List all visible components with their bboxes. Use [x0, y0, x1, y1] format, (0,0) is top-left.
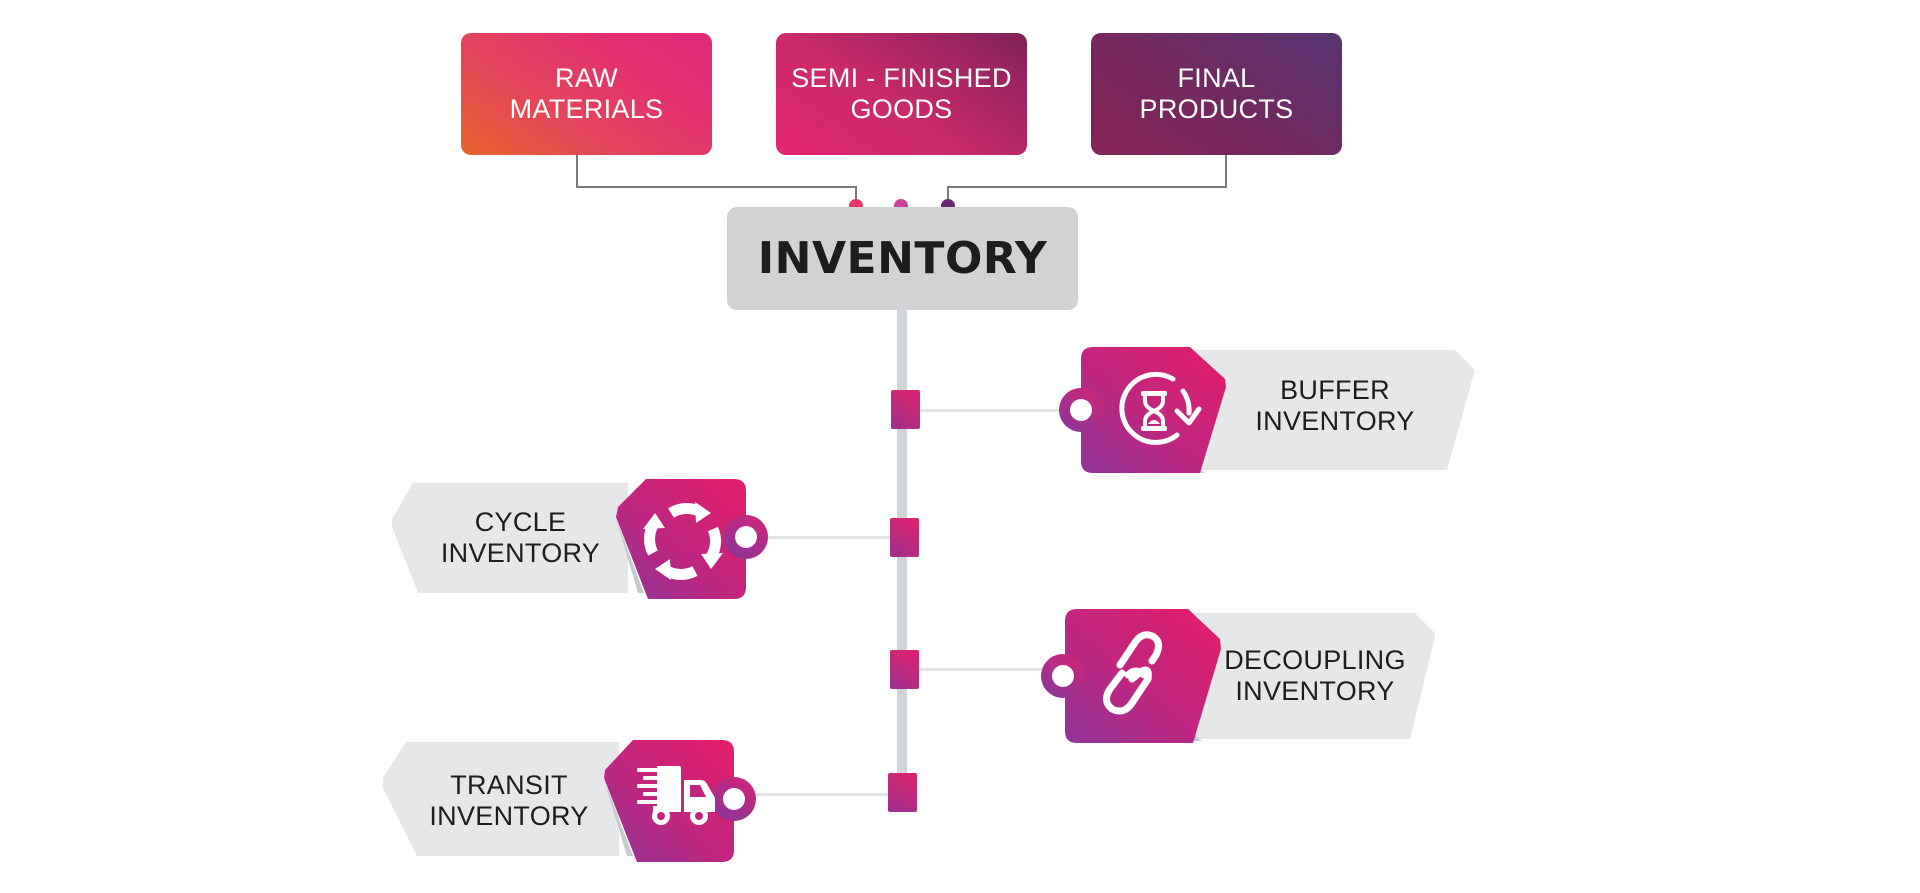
tag-decoupling-inventory: DECOUPLING INVENTORY [1040, 607, 1450, 747]
hourglass-refresh-icon [1119, 371, 1202, 445]
source-label-line1: RAW [555, 63, 618, 93]
source-final-products: FINAL PRODUCTS [1091, 33, 1342, 155]
tag-shape [392, 479, 768, 599]
tag-label: DECOUPLING INVENTORY [1210, 645, 1420, 707]
tag-label-line2: INVENTORY [429, 801, 589, 831]
tag-label-line2: INVENTORY [440, 538, 601, 568]
connector-raw-drop [855, 186, 857, 202]
tag-label-line2: INVENTORY [1255, 406, 1415, 436]
connector-raw-vertical [576, 155, 578, 188]
connector-final-drop [947, 186, 949, 202]
branch-line-buffer [920, 409, 1080, 412]
source-raw-materials: RAW MATERIALS [461, 33, 712, 155]
broken-chain-link-icon [1103, 631, 1163, 715]
tag-label: CYCLE INVENTORY [428, 507, 613, 569]
source-semi-finished-goods: SEMI - FINISHED GOODS [776, 33, 1027, 155]
tag-cycle-inventory: CYCLE INVENTORY [388, 477, 773, 601]
inventory-center-box: INVENTORY [727, 207, 1078, 310]
tag-transit-inventory: TRANSIT INVENTORY [379, 738, 764, 864]
connector-final-vertical [1225, 155, 1227, 188]
connector-final-horizontal [947, 186, 1227, 188]
source-label-line1: SEMI - FINISHED [791, 63, 1012, 93]
source-label-line2: GOODS [850, 94, 953, 124]
tag-label-line1: DECOUPLING [1224, 645, 1406, 675]
source-label-line2: PRODUCTS [1139, 94, 1294, 124]
tag-label-line2: INVENTORY [1235, 676, 1395, 706]
branch-marker-decoupling [890, 650, 919, 689]
tag-shape [1059, 347, 1475, 473]
delivery-truck-icon [637, 766, 715, 825]
tag-label-line1: BUFFER [1280, 375, 1390, 405]
inventory-title: INVENTORY [757, 233, 1048, 284]
tag-label: BUFFER INVENTORY [1255, 375, 1415, 437]
branch-line-decoupling [918, 668, 1064, 671]
tag-buffer-inventory: BUFFER INVENTORY [1055, 345, 1485, 477]
branch-marker-cycle [890, 518, 919, 557]
branch-line-transit [734, 793, 890, 796]
branch-line-cycle [746, 536, 892, 539]
source-label-line1: FINAL [1177, 63, 1256, 93]
tag-label-line1: CYCLE [474, 507, 567, 537]
source-label-line2: MATERIALS [509, 94, 664, 124]
connector-raw-horizontal [576, 186, 857, 188]
tag-label: TRANSIT INVENTORY [419, 770, 599, 832]
tag-label-line1: TRANSIT [450, 770, 568, 800]
branch-marker-transit [888, 773, 917, 812]
cycle-arrows-icon [643, 502, 723, 580]
branch-marker-buffer [891, 390, 920, 429]
